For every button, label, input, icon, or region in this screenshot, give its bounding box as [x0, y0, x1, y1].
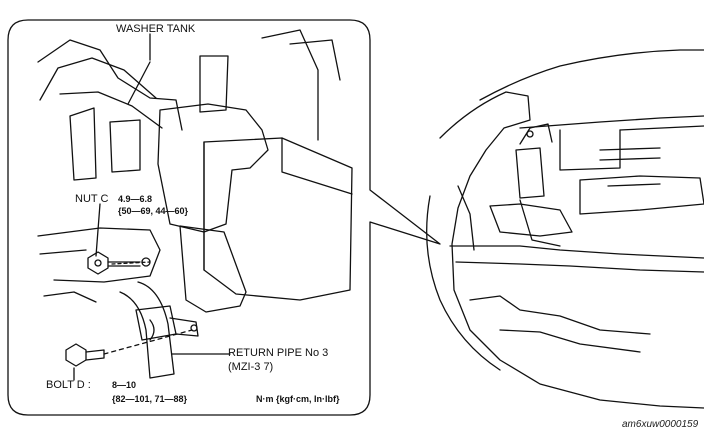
bracket-flange — [203, 137, 353, 301]
bolt-d-torque-alt: {82—101, 71—88} — [112, 394, 188, 404]
vehicle-headlamp — [579, 175, 704, 215]
units-note: N·m {kgf·cm, In·lbf} — [256, 394, 340, 404]
structure-upright-2 — [289, 39, 341, 81]
bolt-d-hole — [190, 324, 198, 332]
side-brace — [37, 227, 161, 283]
nut-c-label: NUT C — [75, 193, 109, 205]
bracket-edge — [281, 137, 353, 195]
return-pipe-clamp — [135, 305, 177, 341]
bracket-lower — [179, 225, 247, 313]
vehicle-lower — [469, 295, 651, 335]
nut-c-stud — [107, 261, 141, 267]
washer-tank-label: WASHER TANK — [116, 23, 196, 35]
nut-c — [87, 251, 109, 275]
vehicle-tank-mount — [515, 147, 545, 199]
nut-c-dashes — [111, 261, 151, 265]
bracket-plate — [157, 103, 269, 233]
vehicle-fender — [439, 91, 704, 409]
vehicle-wheel-arch — [426, 195, 501, 371]
vehicle-hood — [479, 49, 704, 101]
structure-upright — [261, 29, 319, 141]
vehicle-grille-top — [519, 115, 704, 129]
side-brace-lower — [43, 291, 97, 303]
vehicle-bumper-lower — [455, 261, 704, 273]
nut-c-hole — [94, 259, 102, 267]
bolt-d-dashes — [103, 329, 193, 355]
vehicle-bumper — [449, 245, 704, 259]
vehicle-fastener — [526, 130, 534, 138]
vehicle-side-line — [457, 185, 475, 251]
structure-left-inner — [109, 119, 141, 173]
nut-c-torque: 4.9—6.8 — [118, 194, 153, 204]
washer-tank-neck — [59, 91, 163, 129]
washer-tank-outline — [39, 57, 157, 101]
vehicle-grille-frame-2 — [619, 125, 704, 131]
vehicle-detail-lines — [599, 147, 661, 187]
structure-vertical — [199, 55, 229, 113]
return-pipe-clamp-ring — [149, 319, 155, 341]
vehicle-lower-2 — [499, 329, 641, 353]
return-pipe-label: RETURN PIPE No 3 — [228, 347, 329, 359]
side-brace-inner — [39, 249, 87, 255]
washer-tank-pointer — [127, 61, 151, 105]
bolt-d-head — [65, 343, 87, 367]
bolt-d-torque: 8—10 — [112, 380, 137, 390]
detail-frame — [7, 19, 441, 416]
bolt-d-shank — [85, 349, 105, 361]
vehicle-crossmember — [519, 123, 553, 145]
bolt-d-label: BOLT D : — [46, 379, 91, 391]
nut-c-torque-alt: {50—69, 44—60} — [118, 206, 189, 216]
return-pipe — [119, 281, 175, 379]
vehicle-inner — [489, 203, 573, 237]
vehicle-tank-mount-2 — [519, 199, 561, 247]
stud-hole — [141, 257, 151, 267]
structure-left — [69, 107, 97, 181]
figure-id: am6xuw0000159 — [622, 419, 699, 430]
washer-tank-body — [37, 39, 183, 131]
nut-c-leader — [95, 203, 101, 257]
return-pipe-ref: (MZI-3 7) — [228, 361, 274, 373]
